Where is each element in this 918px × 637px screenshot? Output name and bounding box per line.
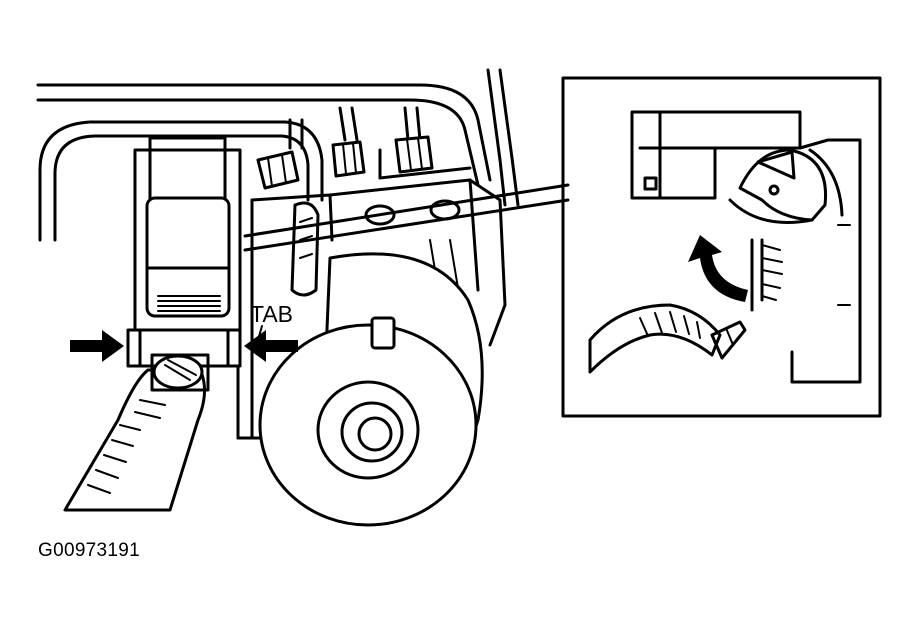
detail-harness [588,303,747,374]
tab-callout: TAB [250,301,293,341]
wiring-harness [63,353,210,512]
detail-ribs [750,238,783,312]
left-arrow-icon [244,330,298,362]
detail-frame [561,76,882,418]
tab-label: TAB [250,301,293,327]
main-view: TAB [36,68,570,527]
electrical-connector [126,136,242,368]
figure-id: G00973191 [38,540,141,561]
tube-nuts [256,135,434,190]
detail-leader-line [243,198,570,252]
connector-ribs [157,295,221,312]
right-arrow-icon [70,330,124,362]
brake-lines [36,68,520,242]
pump-motor [258,252,484,527]
curved-up-arrow-icon [688,235,748,302]
squeeze-arrows [70,330,298,362]
detail-inset [561,76,882,418]
